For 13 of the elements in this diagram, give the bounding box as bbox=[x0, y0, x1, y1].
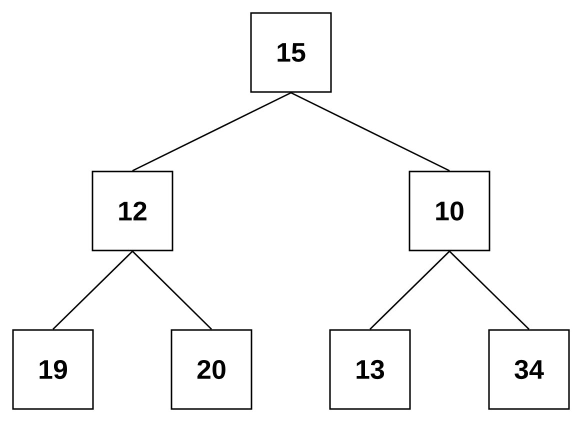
tree-node-box: 13 bbox=[329, 329, 411, 410]
tree-node-box: 20 bbox=[170, 329, 252, 410]
connector-line bbox=[448, 250, 530, 330]
connector-line bbox=[369, 250, 450, 330]
tree-node-box: 19 bbox=[12, 329, 94, 410]
tree-node-box: 15 bbox=[250, 12, 332, 93]
tree-node-box: 10 bbox=[408, 170, 490, 252]
connector-line bbox=[52, 250, 134, 330]
tree-node-box: 12 bbox=[92, 170, 174, 252]
connector-line bbox=[132, 250, 212, 330]
connector-line bbox=[132, 92, 292, 172]
connector-line bbox=[290, 92, 450, 172]
tree-node-box: 34 bbox=[488, 329, 570, 410]
